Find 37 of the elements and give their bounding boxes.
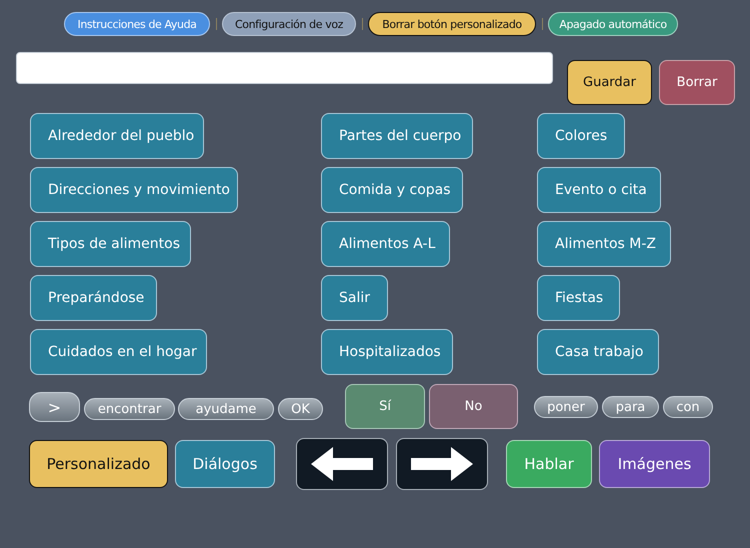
category-button: Casa trabajo [537,329,659,375]
images-button: Imágenes [599,440,710,488]
category-button: Fiestas [537,275,620,321]
help-button: Instrucciones de Ayuda [64,12,210,36]
category-button: Alimentos A-L [321,221,450,267]
category-button: Comida y copas [321,167,463,213]
word-button: OK [278,398,323,420]
category-button: Hospitalizados [321,329,453,375]
word-button: poner [534,396,598,418]
delete-button: Borrar [659,60,735,105]
word-button: para [602,396,659,418]
speak-button: Hablar [506,440,592,488]
category-button: Cuidados en el hogar [30,329,207,375]
forward-button [396,438,488,490]
category-button: Evento o cita [537,167,661,213]
category-button: Preparándose [30,275,157,321]
category-button: Partes del cuerpo [321,113,473,159]
voice-settings-button: Configuración de voz [222,12,356,36]
category-button: Direcciones y movimiento [30,167,238,213]
save-button: Guardar [567,60,652,105]
category-button: Alimentos M-Z [537,221,671,267]
yes-button: Sí [345,384,425,429]
auto-off-button: Apagado automático [548,12,678,36]
word-button: con [663,396,713,418]
category-button: Tipos de alimentos [30,221,191,267]
category-button: Colores [537,113,625,159]
next-button: > [29,392,80,422]
delete-custom-button: Borrar botón personalizado [368,12,536,36]
back-button [296,438,388,490]
word-button: ayudame [178,398,274,420]
word-button: encontrar [84,398,175,420]
no-button: No [429,384,518,429]
text-input-field [16,52,553,84]
custom-button: Personalizado [29,440,168,488]
dialogs-button: Diálogos [175,440,275,488]
category-button: Salir [321,275,388,321]
category-button: Alrededor del pueblo [30,113,204,159]
